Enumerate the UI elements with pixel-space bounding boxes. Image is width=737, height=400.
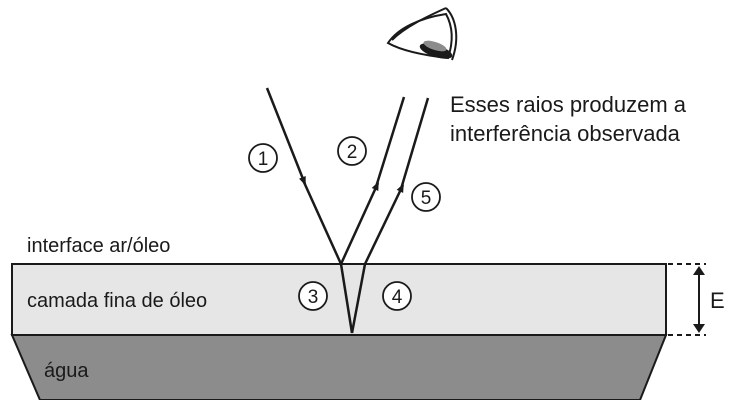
ray-number-4: 4 <box>382 281 412 311</box>
caption-line-2: interferência observada <box>450 121 681 146</box>
ray-number-5: 5 <box>411 182 441 212</box>
eye-icon <box>386 7 458 61</box>
ray-1-incident <box>265 87 307 186</box>
ray-number-2: 2 <box>337 136 367 166</box>
ray-5-emerging <box>363 183 405 265</box>
water-region <box>10 334 668 400</box>
caption-line-1: Esses raios produzem a <box>450 92 687 117</box>
ray-2-reflected <box>339 181 380 265</box>
svg-text:4: 4 <box>392 287 403 308</box>
water-label: água <box>44 360 89 382</box>
svg-text:1: 1 <box>258 149 269 170</box>
ray-4-internal-reflected <box>350 263 367 334</box>
oil-layer-label: camada fina de óleo <box>27 290 207 312</box>
thickness-indicator <box>668 263 706 336</box>
svg-text:5: 5 <box>421 188 432 209</box>
interface-label: interface ar/óleo <box>27 235 170 257</box>
ray-3-refracted <box>339 263 354 334</box>
ray-number-1: 1 <box>248 143 278 173</box>
svg-text:3: 3 <box>308 287 319 308</box>
svg-text:2: 2 <box>347 142 358 163</box>
ray-number-3: 3 <box>298 281 328 311</box>
oil-layer <box>11 263 667 336</box>
thickness-label: E <box>710 288 725 313</box>
